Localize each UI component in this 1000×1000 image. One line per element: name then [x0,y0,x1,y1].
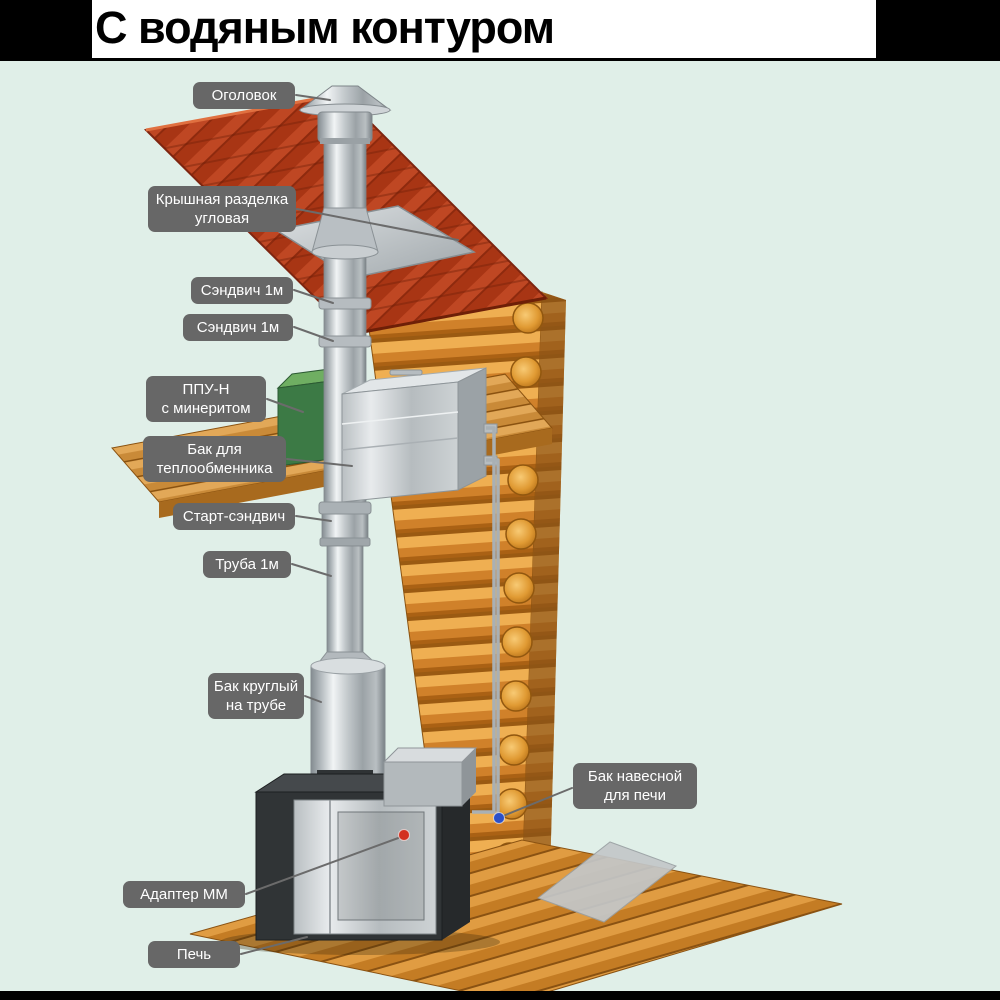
chimney-cap [298,85,392,144]
stove-stone-box [382,747,478,807]
label-sandwich-1: Сэндвич 1м [191,277,293,305]
label-adapter-mm: Адаптер ММ [123,881,245,909]
ground-floor [189,839,843,1000]
header-left-block [0,0,92,58]
label-start-sandwich: Старт-сэндвич [173,503,295,531]
bottom-black-bar [0,991,1000,1000]
heat-exchanger-tank [341,367,498,503]
chimney [298,85,392,802]
stove-door [337,811,425,921]
label-sandwich-2: Сэндвич 1м [183,314,293,342]
label-kryshnaya-razdelka: Крышная разделка угловая [148,186,296,233]
marker-blue-dot [493,812,505,824]
water-circuit-pipes [472,426,500,818]
label-bak-teploobmennika: Бак для теплообменника [143,436,286,483]
page-title: С водяным контуром [95,2,555,53]
header-right-block [876,0,1000,58]
label-pech: Печь [148,941,240,969]
roof-flashing-skirt [311,207,379,260]
label-ogolovok: Оголовок [193,82,295,110]
stove-side [442,774,470,940]
label-truba-1m: Труба 1м [203,551,291,579]
label-bak-krugly: Бак круглый на трубе [208,673,304,720]
pipe-joint-1 [318,297,372,310]
title-bar: С водяным контуром [0,0,1000,61]
marker-red-dot [398,829,410,841]
label-bak-navesnoy: Бак навесной для печи [573,763,697,810]
callout-lines [240,94,573,955]
tank-handle [389,369,423,376]
pipe-joint-2 [318,335,372,348]
stove [220,747,500,955]
round-tank-on-pipe [310,665,386,775]
floor-protection-sheet [536,841,678,923]
label-ppu-n: ППУ-Н с минеритом [146,376,266,423]
single-pipe [326,545,364,655]
